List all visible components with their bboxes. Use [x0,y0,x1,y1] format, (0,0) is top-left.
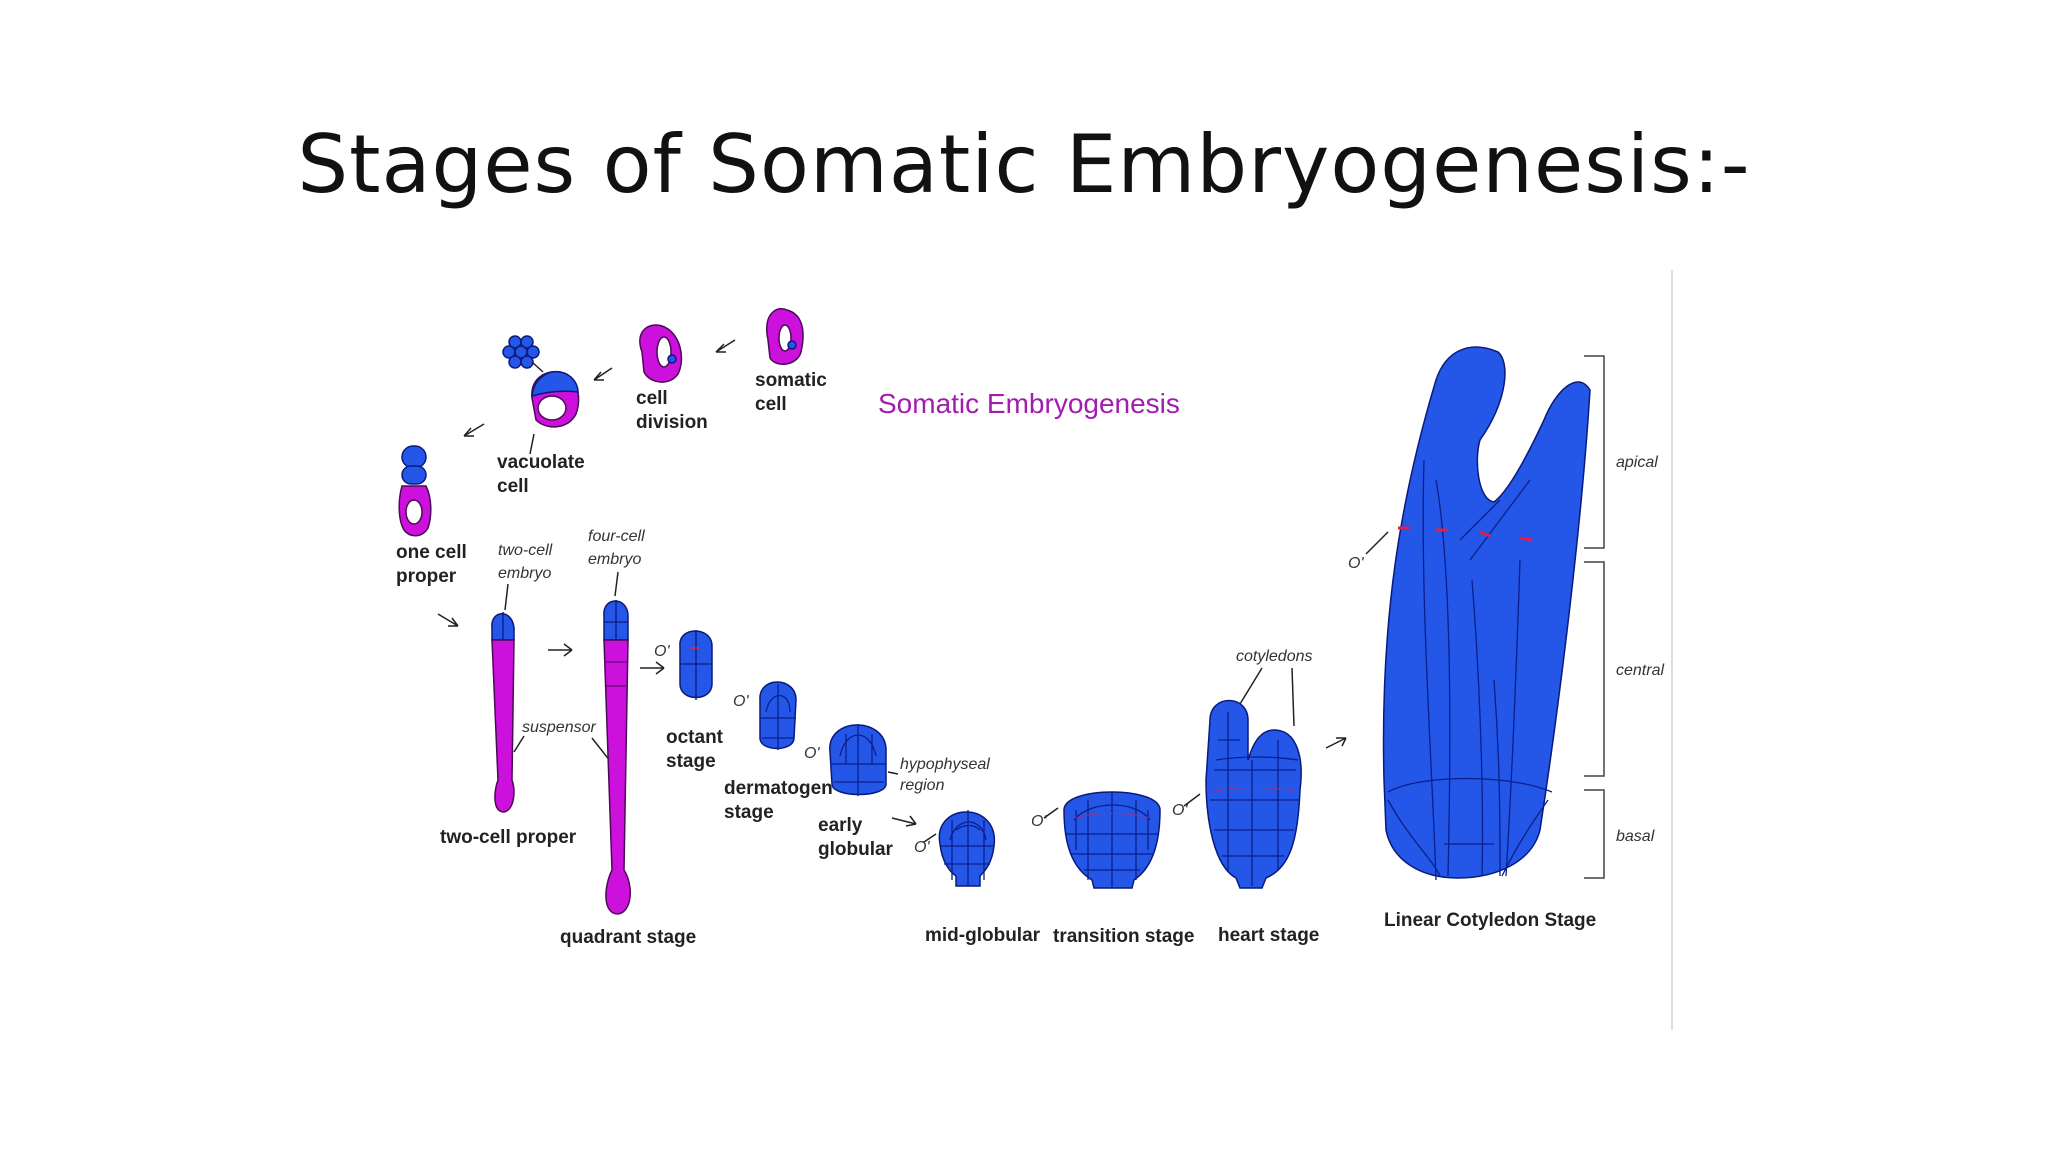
label-two-cell-embryo-1: two-cell [498,542,553,559]
label-dermatogen-2: stage [724,802,774,823]
arrow-4 [437,613,459,627]
two-cell-proper-embryo [491,612,515,813]
label-suspensor: suspensor [522,719,596,736]
quadrant-embryo [603,600,631,915]
label-dermatogen-1: dermatogen [724,778,833,799]
label-one-cell-1: one cell [396,542,467,563]
arrow-3 [463,423,485,437]
label-two-cell-embryo-2: embryo [498,565,551,582]
arrow-2 [593,367,613,381]
arrow-7 [891,815,917,827]
label-basal: basal [1616,828,1655,845]
one-cell-proper [398,445,432,537]
figure-heading: Somatic Embryogenesis [878,388,1180,419]
label-central: central [1616,662,1664,679]
label-octant-1: octant [666,727,724,748]
arrow-1 [715,339,736,353]
octant-embryo [679,630,713,700]
o-prime-dermatogen: O' [733,693,749,710]
o-prime-early-globular: O' [804,745,820,762]
heart-stage-embryo [1205,699,1302,889]
label-octant-2: stage [666,751,716,772]
arrow-8 [1325,737,1347,749]
linear-cotyledon-embryo [1382,346,1591,881]
transition-embryo [1063,791,1161,889]
label-mid-globular: mid-globular [925,925,1041,946]
slide-title: Stages of Somatic Embryogenesis:- [297,118,1751,211]
label-one-cell-2: proper [396,566,457,587]
label-hypophyseal-1: hypophyseal [900,756,990,773]
label-quadrant: quadrant stage [560,927,696,948]
early-globular-embryo [829,724,887,796]
label-four-cell-1: four-cell [588,528,645,545]
label-linear-cotyledon: Linear Cotyledon Stage [1384,910,1596,931]
label-cotyledons: cotyledons [1236,648,1313,665]
arrow-5 [548,643,573,657]
label-division-1: cell [636,388,668,409]
label-heart: heart stage [1218,925,1319,946]
label-early-globular-1: early [818,815,863,836]
label-early-globular-2: globular [818,839,894,860]
label-four-cell-2: embryo [588,551,641,568]
somatic-cell [766,308,804,365]
dermatogen-embryo [759,681,797,750]
label-vacuolate-1: vacuolate [497,452,585,473]
o-prime-transition: O' [1031,813,1047,830]
mid-globular-embryo [938,810,995,887]
arrow-6 [640,661,665,675]
label-transition: transition stage [1053,926,1194,947]
cell-division-cell [639,324,683,383]
label-division-2: division [636,412,708,433]
o-prime-mid-globular: O' [914,839,930,856]
label-hypophyseal-2: region [900,777,945,794]
o-prime-linear: O' [1348,555,1364,572]
region-brackets [1584,355,1605,879]
vacuolate-cell [531,370,580,428]
label-somatic-1: somatic [755,370,827,391]
cluster-cells [502,335,540,369]
label-somatic-2: cell [755,394,787,415]
label-apical: apical [1616,454,1658,471]
label-vacuolate-2: cell [497,476,529,497]
o-prime-octant: O' [654,643,670,660]
label-two-cell-proper: two-cell proper [440,827,577,848]
